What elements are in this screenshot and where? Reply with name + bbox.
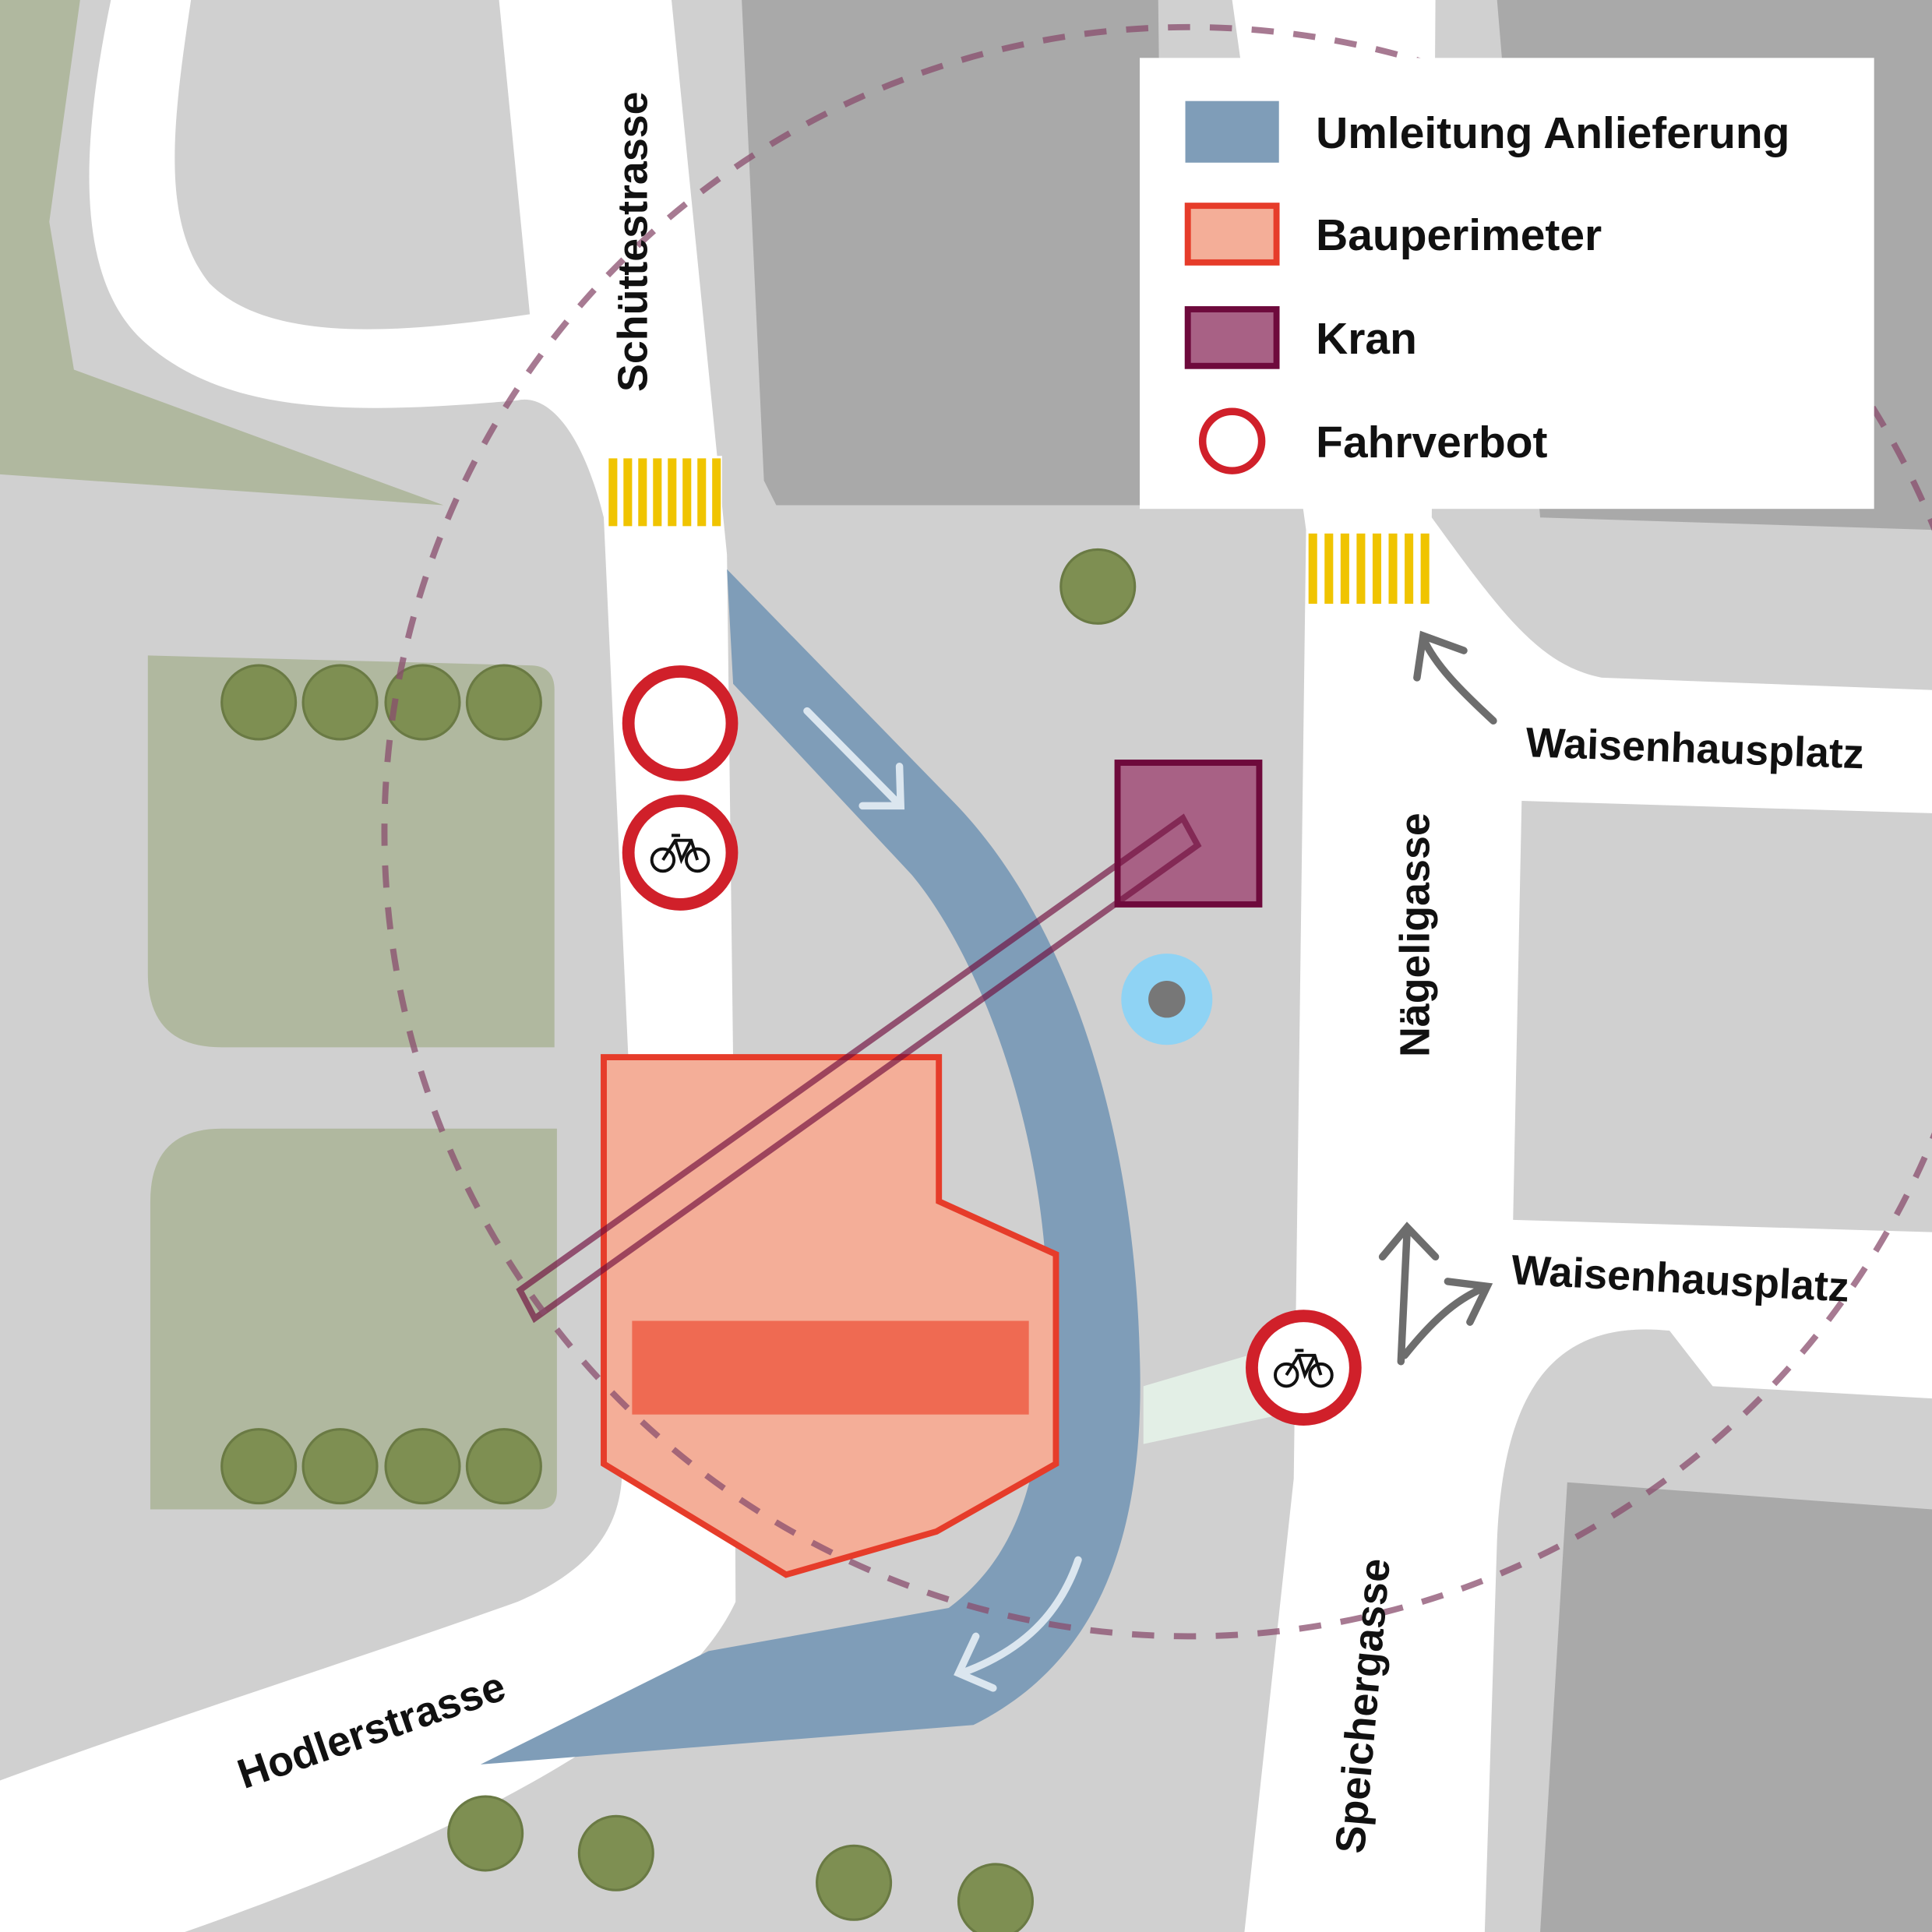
legend: Umleitung Anlieferung Bauperimeter Kran …	[1140, 58, 1874, 509]
tree-icon	[816, 1844, 893, 1921]
tree-icon	[447, 1795, 524, 1872]
legend-label: Umleitung Anlieferung	[1316, 108, 1789, 158]
tree-icon	[577, 1814, 654, 1891]
tree-icon	[465, 1428, 542, 1505]
tree-icon	[957, 1863, 1034, 1932]
green-area	[0, 0, 444, 506]
trees	[220, 548, 1137, 1932]
crane-radius	[381, 24, 1932, 1640]
traffic-arrow-icon	[1378, 630, 1497, 1366]
street-label-naegeligasse: Nägeligasse	[1392, 813, 1439, 1057]
tree-icon	[220, 1428, 298, 1505]
detour-route	[480, 569, 1141, 1765]
bicycle-icon	[650, 834, 710, 873]
construction-zone	[632, 1320, 1029, 1415]
park	[150, 1128, 557, 1510]
street-label-schuettestrasse: Schüttestrasse	[609, 91, 656, 392]
legend-label: Fahrverbot	[1316, 418, 1547, 467]
tree-icon	[301, 1428, 379, 1505]
building	[742, 0, 1165, 506]
tree-icon	[1059, 548, 1137, 625]
crosswalk	[606, 456, 1430, 604]
no-bicycles-sign	[1246, 1310, 1362, 1426]
tree-icon	[384, 664, 461, 741]
fountain-center	[1148, 980, 1186, 1018]
tree-icon	[465, 664, 542, 741]
no-bicycles-sign	[622, 795, 739, 911]
legend-label: Kran	[1316, 314, 1417, 364]
legend-swatch-no-entry	[1198, 407, 1266, 474]
crane-jib	[516, 813, 1202, 1324]
tree-icon	[384, 1428, 461, 1505]
bicycle-icon	[1274, 1349, 1334, 1388]
legend-swatch-detour	[1185, 100, 1279, 163]
legend-swatch-perimeter	[1184, 203, 1280, 266]
park	[147, 655, 555, 1048]
building	[1540, 1482, 1932, 1932]
legend-swatch-crane	[1184, 306, 1280, 369]
no-entry-sign	[622, 665, 739, 781]
legend-label: Bauperimeter	[1316, 210, 1602, 260]
tree-icon	[220, 664, 298, 741]
tree-icon	[301, 664, 379, 741]
direction-arrow-icon	[803, 707, 1082, 1692]
